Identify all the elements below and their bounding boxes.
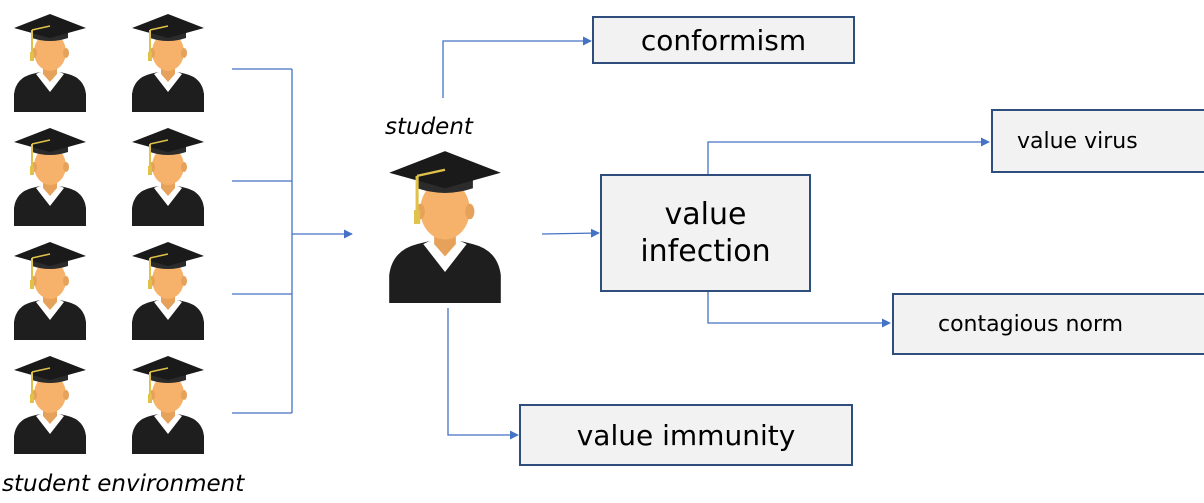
arrow-to-conformism [442, 36, 592, 98]
value-immunity-text: value immunity [576, 418, 796, 452]
graduate-student-icon [131, 13, 205, 112]
student-label: student [385, 114, 473, 140]
graduate-student-icon [131, 127, 205, 226]
student-environment-label: student environment [2, 471, 245, 497]
graduate-student-icon [131, 241, 205, 340]
value-virus-text: value virus [1017, 128, 1138, 154]
conformism-text: conformism [640, 23, 807, 57]
contagious-norm-text: contagious norm [938, 311, 1124, 337]
graduate-student-icon [13, 355, 87, 454]
arrow-to-value-immunity [447, 308, 519, 440]
graduate-student-icon [13, 13, 87, 112]
graduate-student-icon [131, 355, 205, 454]
conformism-box: conformism [592, 16, 855, 64]
value-infection-text-line1: value [664, 196, 747, 232]
graduate-student-icon [13, 127, 87, 226]
environment-bracket [232, 68, 293, 414]
arrow-to-value-infection [541, 228, 600, 238]
arrow-to-contagious-norm [707, 292, 891, 328]
value-immunity-box: value immunity [519, 404, 853, 466]
graduate-student-icon [13, 241, 87, 340]
contagious-norm-box: contagious norm [892, 293, 1204, 355]
value-virus-box: value virus [991, 109, 1204, 173]
arrow-to-value-virus [707, 137, 990, 174]
value-infection-box: value infection [600, 174, 811, 292]
value-infection-text-line2: infection [640, 234, 771, 269]
central-student-icon [387, 149, 503, 303]
